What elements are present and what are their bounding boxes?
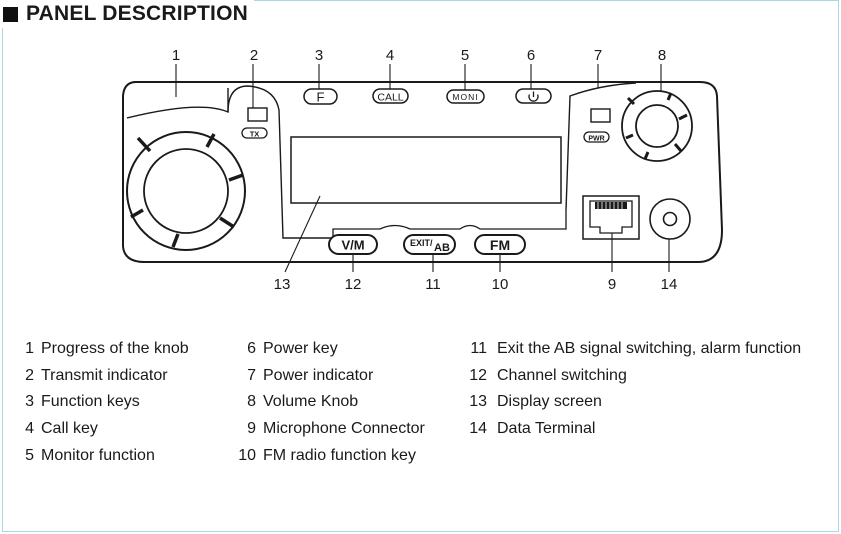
left-module-outline <box>227 85 333 239</box>
vm-key[interactable]: V/M <box>328 234 378 255</box>
radio-panel-diagram: TX F CALL MONI PWR <box>122 47 724 293</box>
svg-text:EXIT/: EXIT/ <box>410 238 433 248</box>
callout-10: 10 <box>492 276 509 293</box>
callout-11: 11 <box>425 276 441 293</box>
panel-body <box>122 81 724 263</box>
tx-indicator <box>247 107 268 122</box>
left-knob-icon <box>126 131 246 251</box>
callout-13: 13 <box>274 276 291 293</box>
callout-1: 1 <box>172 47 180 64</box>
pwr-label: PWR <box>588 136 604 143</box>
svg-text:CALL: CALL <box>377 92 403 104</box>
callout-8: 8 <box>658 47 666 64</box>
svg-text:FM: FM <box>490 237 510 253</box>
power-indicator <box>590 108 611 123</box>
power-icon <box>528 94 539 102</box>
page-title: PANEL DESCRIPTION <box>26 2 248 25</box>
display-screen <box>290 136 562 204</box>
callout-12: 12 <box>345 276 362 293</box>
callout-6: 6 <box>527 47 535 64</box>
callout-2: 2 <box>250 47 258 64</box>
svg-text:MONI: MONI <box>452 92 478 102</box>
callout-9: 9 <box>608 276 616 293</box>
call-key[interactable]: CALL <box>372 88 409 104</box>
section-heading: PANEL DESCRIPTION <box>0 0 254 28</box>
callout-3: 3 <box>315 47 323 64</box>
svg-text:V/M: V/M <box>341 238 364 253</box>
exit-ab-key[interactable]: EXIT/ AB <box>403 234 456 255</box>
fm-key[interactable]: FM <box>474 234 526 255</box>
svg-text:F: F <box>317 90 325 105</box>
callout-7: 7 <box>594 47 602 64</box>
heading-square-icon <box>3 6 18 22</box>
leader-lines <box>175 64 670 273</box>
f-key[interactable]: F <box>303 88 338 105</box>
callout-14: 14 <box>661 276 678 293</box>
volume-knob-icon <box>621 90 693 162</box>
moni-key[interactable]: MONI <box>446 89 485 104</box>
callout-4: 4 <box>386 47 394 64</box>
tx-label: TX <box>250 130 260 139</box>
data-terminal-icon <box>649 198 691 240</box>
power-key[interactable] <box>515 88 552 104</box>
right-module-outline <box>565 82 637 211</box>
microphone-connector-icon <box>582 195 640 240</box>
svg-text:AB: AB <box>434 242 450 254</box>
knob-recess <box>126 88 229 119</box>
callout-5: 5 <box>461 47 469 64</box>
